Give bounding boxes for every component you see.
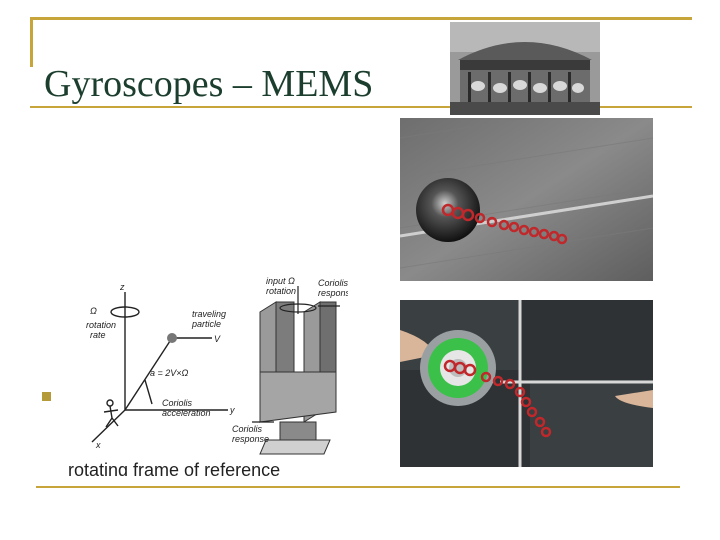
omega-label: Ω <box>90 306 97 316</box>
coriolis-acceleration-line2: acceleration <box>162 408 211 418</box>
title-underline-rule <box>30 106 692 108</box>
carousel-photo <box>450 22 600 115</box>
coriolis-response-bottom-line2: response <box>232 434 269 444</box>
traveling-particle-line2: particle <box>191 319 221 329</box>
y-axis-label: y <box>229 405 235 415</box>
bullet-text-content: rotating frame of reference <box>68 460 281 476</box>
rolling-ball-photo <box>400 118 653 281</box>
top-rule <box>30 17 692 20</box>
bullet-text: rotating frame of reference <box>68 454 318 476</box>
rotating-disc-photo <box>400 300 653 467</box>
velocity-label: V <box>214 334 221 344</box>
coriolis-response-top-line2: response <box>318 288 348 298</box>
x-axis-label: x <box>95 440 101 450</box>
slide-title: Gyroscopes – MEMS <box>44 63 374 105</box>
coriolis-response-top-line1: Coriolis <box>318 278 348 288</box>
coriolis-response-bottom-line1: Coriolis <box>232 424 263 434</box>
z-axis-label: z <box>119 282 125 292</box>
input-rotation-line2: rotation <box>266 286 296 296</box>
rotation-rate-line2: rate <box>90 330 106 340</box>
coriolis-tuning-fork-diagram: z y x Ω rotation rate traveling particle… <box>80 272 348 458</box>
input-rotation-line1: input Ω <box>266 276 295 286</box>
rotation-rate-line1: rotation <box>86 320 116 330</box>
bullet-marker <box>42 392 51 401</box>
traveling-particle-line1: traveling <box>192 309 226 319</box>
bottom-rule <box>36 486 680 488</box>
coriolis-formula: a = 2V×Ω <box>150 368 189 378</box>
coriolis-acceleration-line1: Coriolis <box>162 398 193 408</box>
left-rule <box>30 17 33 67</box>
